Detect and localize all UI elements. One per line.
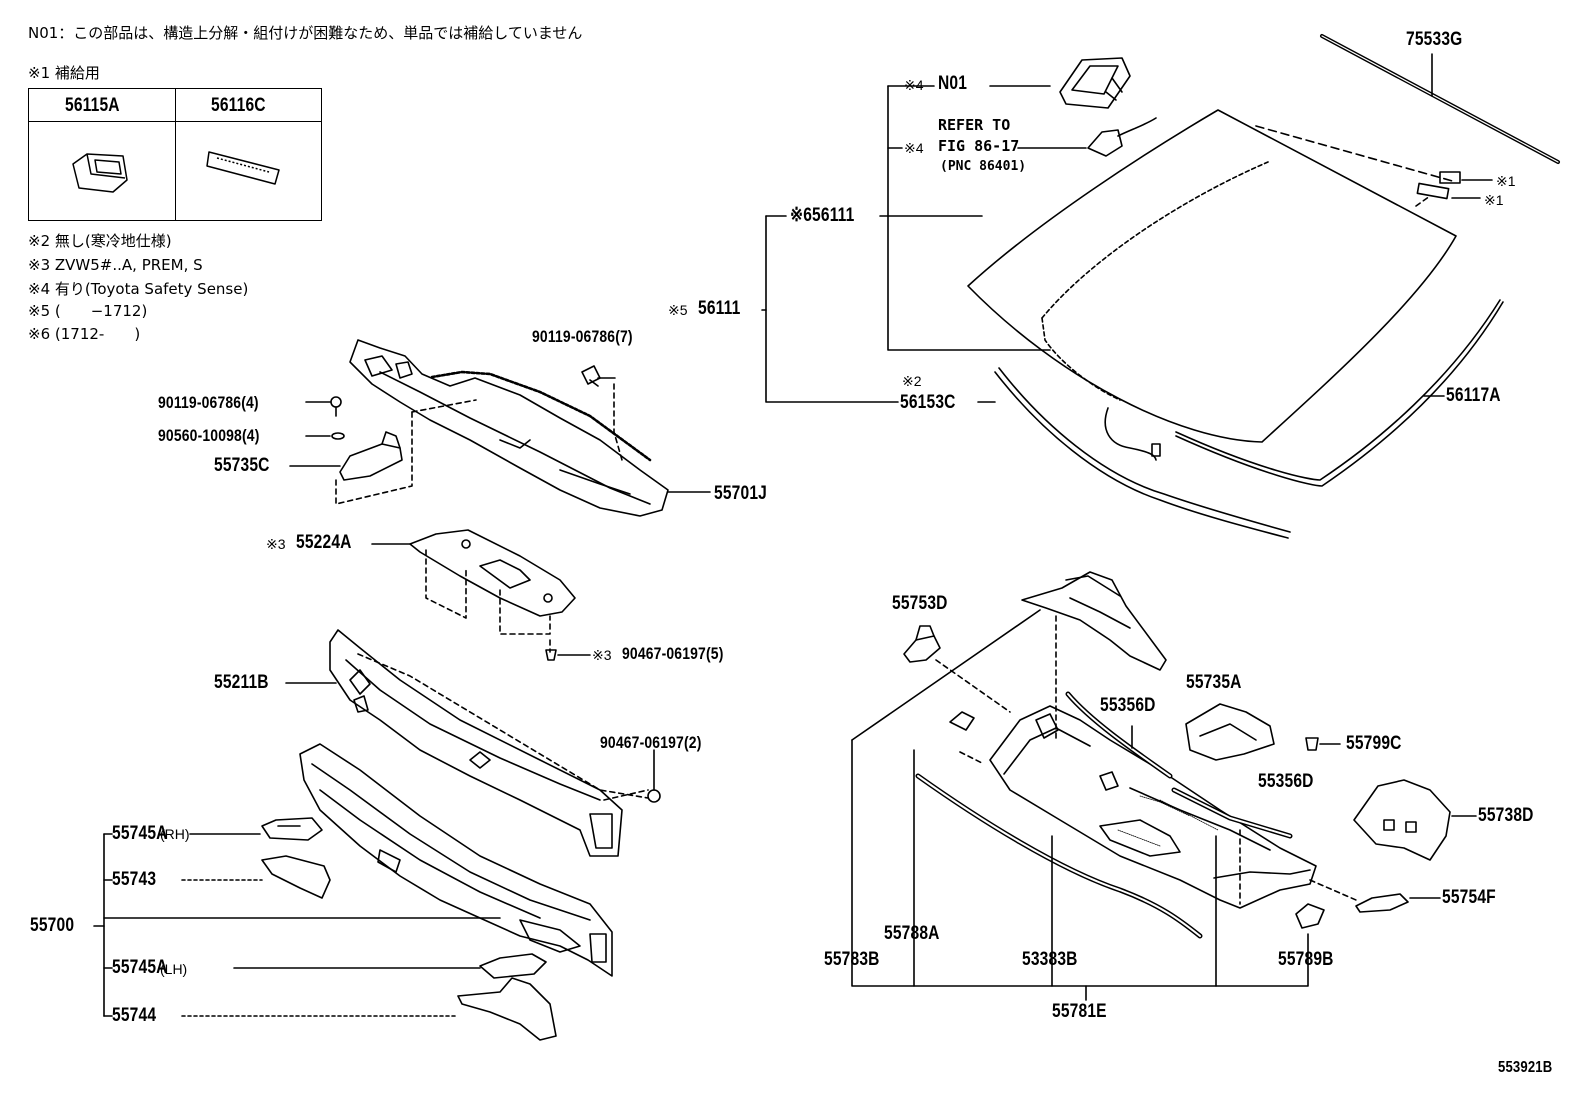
label-55356d-a: 55356D	[1100, 695, 1156, 716]
label-refer-to: REFER TO	[938, 116, 1011, 134]
label-55753d: 55753D	[892, 593, 948, 614]
clip-55789b	[1295, 903, 1325, 929]
label-55224a-mark: ※3	[266, 536, 286, 552]
legend-56116c: 56116C	[211, 95, 266, 116]
label-55738d: 55738D	[1478, 805, 1534, 826]
label-55745a-lh: 55745A	[112, 957, 168, 978]
label-mark1a: ※1	[1496, 173, 1516, 189]
label-refer-mark: ※4	[904, 140, 924, 156]
label-55788a: 55788A	[884, 923, 940, 944]
label-mark1b: ※1	[1484, 192, 1504, 208]
note-n01: N01：この部品は、構造上分解・組付けが困難なため、単品では補給していません	[28, 24, 583, 42]
bracket-rh	[261, 817, 323, 841]
label-55735a: 55735A	[1186, 672, 1242, 693]
washer-4	[305, 432, 345, 440]
label-56111-5: 56111	[698, 298, 741, 319]
legend-illustrations	[72, 151, 280, 193]
clip-55788a	[949, 711, 975, 731]
label-53383b: 53383B	[1022, 949, 1078, 970]
extension-55743	[261, 855, 331, 899]
bracket-55738d	[1353, 779, 1477, 861]
seal-55356d-b	[1171, 787, 1293, 839]
note-s4: ※4 有り(Toyota Safety Sense)	[28, 280, 249, 298]
label-mark2: ※2	[902, 373, 922, 389]
label-n01: N01	[938, 73, 968, 94]
legend-col-1	[29, 89, 176, 220]
sensor-cable	[1104, 407, 1161, 461]
label-55211b: 55211B	[214, 672, 269, 693]
label-90119-4: 90119-06786(4)	[158, 393, 259, 412]
label-90467-5-mark: ※3	[592, 647, 612, 663]
label-55700: 55700	[30, 915, 75, 936]
label-pnc: (PNC 86401)	[940, 159, 1027, 174]
label-56111-6: ※656111	[790, 205, 855, 226]
extension-55744	[457, 977, 557, 1041]
clip-5	[545, 649, 591, 661]
note-s5: ※5 ( −1712)	[28, 302, 148, 320]
windshield-glass	[967, 109, 1457, 443]
seal-55356d-a	[1065, 691, 1173, 779]
n01-bracket	[1059, 57, 1131, 109]
note-s1: ※1 補給用	[28, 64, 100, 82]
label-90467-2: 90467-06197(2)	[600, 733, 702, 752]
bracket-55735a	[1185, 703, 1275, 761]
figure-id: 553921B	[1498, 1059, 1553, 1076]
strip-56153c	[977, 367, 1291, 539]
label-90467-5: 90467-06197(5)	[622, 644, 724, 663]
molding-75533g	[1320, 34, 1560, 164]
label-55743: 55743	[112, 869, 157, 890]
label-55789b: 55789B	[1278, 949, 1334, 970]
label-55783b: 55783B	[824, 949, 880, 970]
panel-55211b	[285, 629, 623, 857]
label-rh: (RH)	[160, 826, 190, 842]
note-s2: ※2 無し(寒冷地仕様)	[28, 232, 172, 250]
seal-53383b	[915, 773, 1203, 939]
panel-55701j	[349, 339, 669, 517]
label-56117a: 56117A	[1446, 385, 1501, 406]
label-55781e: 55781E	[1052, 1001, 1107, 1022]
sensor-cover	[1087, 117, 1157, 157]
note-s6: ※6 (1712- )	[28, 325, 141, 343]
label-fig: FIG 86-17	[938, 137, 1020, 155]
louver-55781e	[989, 571, 1317, 909]
label-lh: (LH)	[160, 961, 188, 977]
clip-2	[647, 749, 661, 803]
label-55701j: 55701J	[714, 483, 767, 504]
label-75533g: 75533G	[1406, 29, 1463, 50]
clip-55754f	[1355, 893, 1441, 913]
label-56111-5-mark: ※5	[668, 302, 688, 318]
bolt-7	[581, 365, 616, 387]
label-55356d-b: 55356D	[1258, 771, 1314, 792]
note-s3: ※3 ZVW5#..A, PREM, S	[28, 256, 203, 274]
label-55754f: 55754F	[1442, 887, 1496, 908]
label-55744: 55744	[112, 1005, 157, 1026]
legend-56115a: 56115A	[65, 95, 120, 116]
clip-55753d	[903, 625, 941, 663]
clip-55799c	[1305, 737, 1341, 751]
label-56153c: 56153C	[900, 392, 956, 413]
plate-55224a	[371, 529, 576, 617]
label-90560: 90560-10098(4)	[158, 426, 260, 445]
label-55224a: 55224A	[296, 532, 352, 553]
label-55735c: 55735C	[214, 455, 270, 476]
label-n01-mark: ※4	[904, 77, 924, 93]
weatherstrip-56117a	[1175, 299, 1504, 487]
panel-55700	[299, 743, 613, 977]
bolt-4	[305, 396, 342, 417]
legend-table: 56115A 56116C	[28, 88, 322, 221]
bracket-55735c	[289, 431, 403, 481]
label-55799c: 55799C	[1346, 733, 1402, 754]
bracket-lh	[479, 953, 547, 979]
label-55745a-rh: 55745A	[112, 823, 168, 844]
label-90119-7: 90119-06786(7)	[532, 327, 633, 346]
